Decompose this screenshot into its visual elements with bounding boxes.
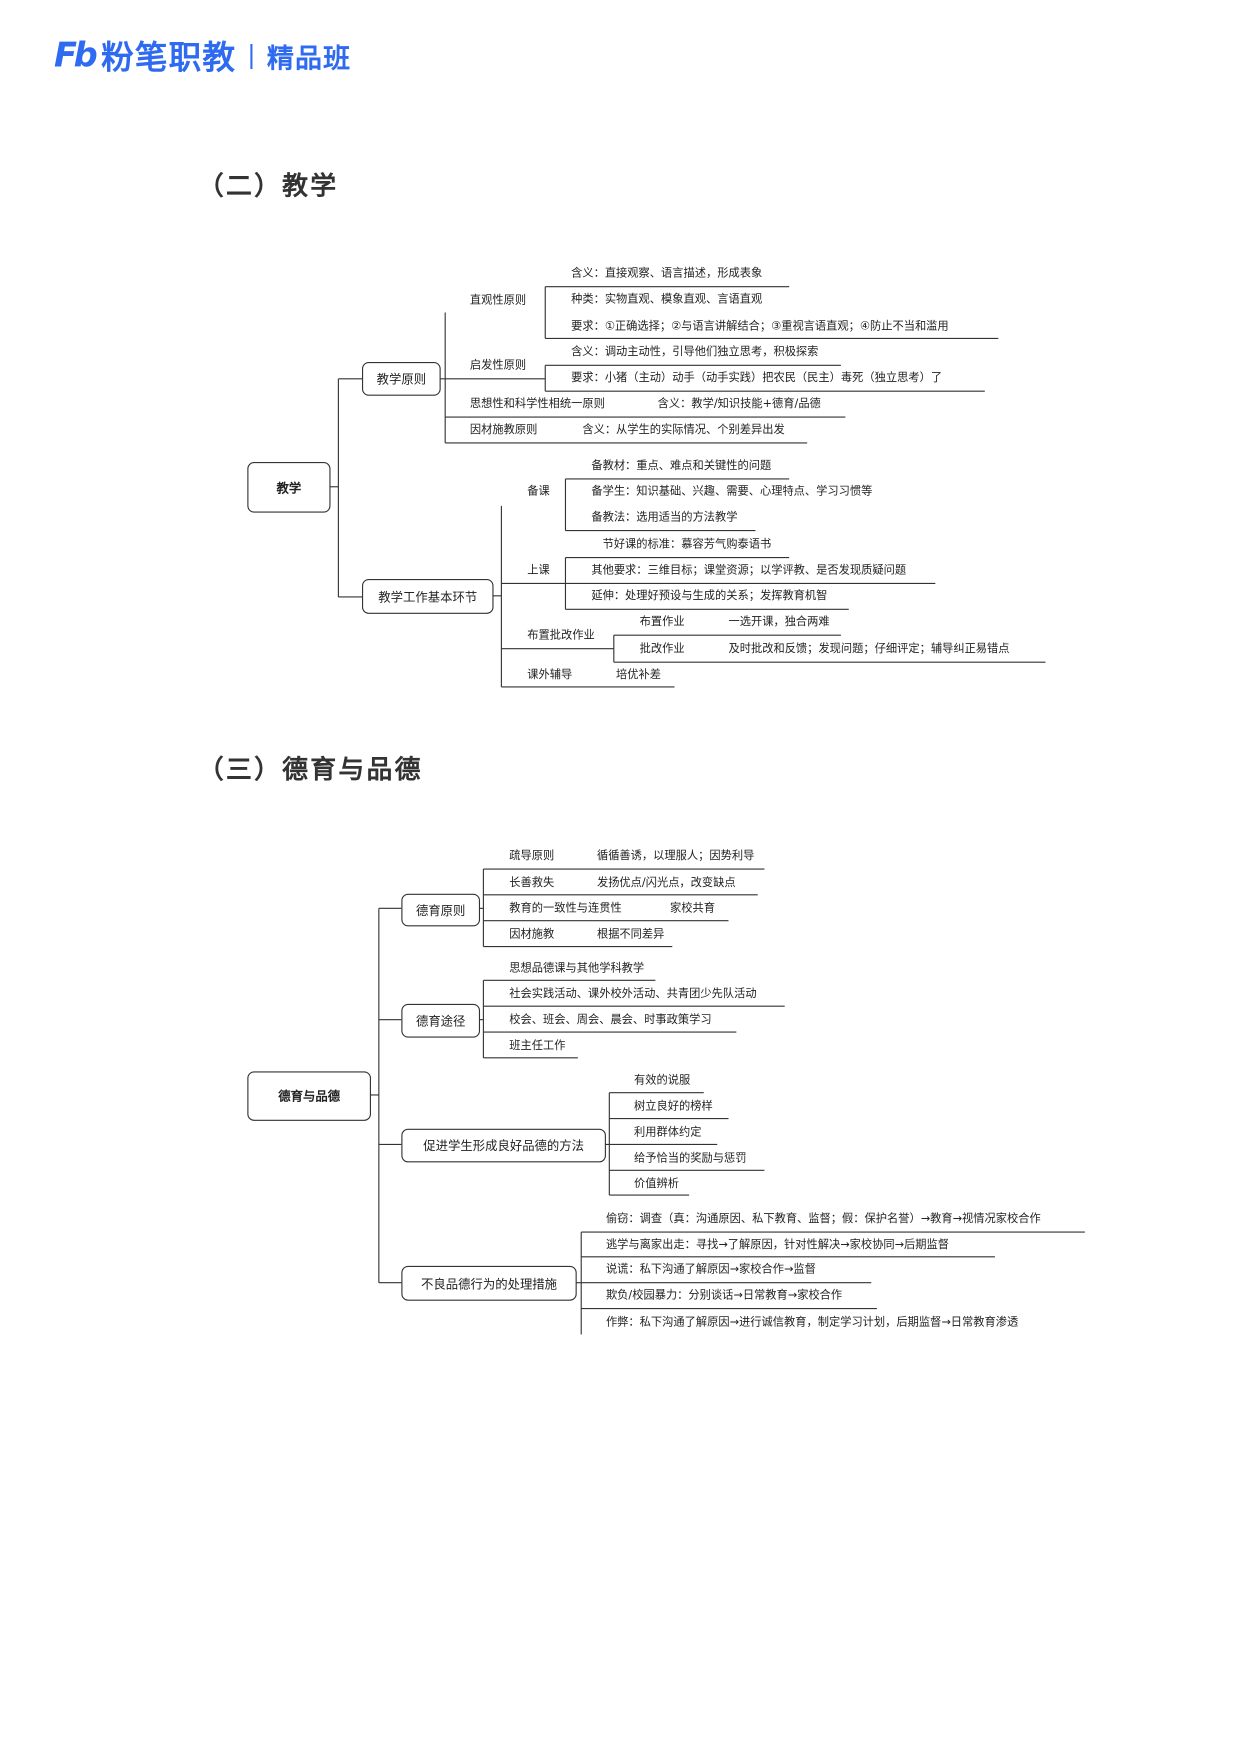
leaf-tutoring-value: 培优补差	[616, 668, 662, 682]
leaf-prep-methods: 备教法：选用适当的方法教学	[591, 511, 738, 524]
leaf-principle-value: 根据不同差异	[596, 928, 665, 941]
leaf-moral-method: 利用群体约定	[634, 1126, 702, 1139]
leaf-measure-theft: 偷窃：调查（真：沟通原因、私下教育、监督；假：保护名誉）→教育→视情况家校合作	[605, 1213, 1041, 1226]
leaf-heuristic-requirements: 要求：小猪（主动）动手（动手实践）把农民（民主）毒死（独立思考）了	[571, 372, 943, 385]
leaf-moral-method: 树立良好的榜样	[634, 1100, 713, 1113]
leaf-principle-label: 教育的一致性与连贯性	[509, 902, 622, 916]
leaf-principle-value: 循循善诱，以理服人；因势利导	[596, 849, 755, 863]
leaf-good-class-standard: 节好课的标准：慕容芳气购泰语书	[602, 538, 772, 551]
leaf-individualized-meaning: 含义：从学生的实际情况、个别差异出发	[582, 423, 785, 437]
node-intuitive-principle: 直观性原则	[469, 294, 527, 307]
leaf-moral-method: 给予恰当的奖励与惩罚	[634, 1152, 747, 1165]
node-misconduct-measures: 不良品德行为的处理措施	[401, 1265, 577, 1301]
leaf-other-requirements: 其他要求：三维目标；课堂资源；以学评教、是否发现质疑问题	[591, 564, 907, 577]
leaf-grade-homework: 批改作业	[639, 643, 685, 656]
leaf-moral-way: 校会、班会、周会、晨会、时事政策学习	[509, 1014, 712, 1027]
logo-mark: Fb	[53, 35, 98, 75]
leaf-extension: 延伸：处理好预设与生成的关系；发挥教育机智	[591, 590, 828, 603]
node-moral-methods: 促进学生形成良好品德的方法	[401, 1128, 606, 1163]
node-moral-ways: 德育途径	[401, 1003, 481, 1038]
leaf-heuristic-meaning: 含义：调动主动性，引导他们独立思考，积极探索	[571, 346, 819, 359]
node-individualized-principle: 因材施教原则	[469, 423, 538, 437]
leaf-moral-method: 价值辨析	[634, 1178, 680, 1191]
section-title-moral: （三）德育与品德	[197, 755, 423, 785]
leaf-measure-truancy: 逃学与离家出走：寻找→了解原因，针对性解决→家校协同→后期监督	[605, 1238, 949, 1252]
node-teaching-principles: 教学原则	[361, 361, 441, 396]
section-title-teaching: （二）教学	[197, 172, 339, 202]
leaf-measure-bullying: 欺负/校园暴力：分别谈话→日常教育→家校合作	[605, 1289, 843, 1302]
leaf-moral-way: 社会实践活动、课外校外活动、共青团少先队活动	[509, 988, 757, 1001]
leaf-intuitive-meaning: 含义：直接观察、语言描述，形成表象	[571, 267, 763, 280]
leaf-moral-way: 班主任工作	[509, 1039, 566, 1053]
leaf-principle-value: 家校共育	[670, 902, 715, 916]
logo-divider: |	[247, 41, 256, 70]
node-tutoring: 课外辅导	[527, 668, 573, 682]
node-ideology-science-principle: 思想性和科学性相统一原则	[469, 397, 605, 411]
leaf-prep-students: 备学生：知识基础、兴趣、需要、心理特点、学习习惯等	[591, 485, 873, 499]
leaf-principle-label: 疏导原则	[509, 849, 555, 863]
product-name: 精品班	[266, 42, 352, 74]
leaf-principle-label: 长善救失	[509, 876, 555, 890]
leaf-moral-way: 思想品德课与其他学科教学	[509, 962, 645, 975]
node-heuristic-principle: 启发性原则	[469, 359, 527, 373]
leaf-assign-homework: 布置作业	[639, 616, 685, 629]
node-teaching-basic-steps: 教学工作基本环节	[361, 578, 494, 614]
leaf-measure-lying: 说谎：私下沟通了解原因→家校合作→监督	[605, 1263, 816, 1276]
brand-logo: Fb 粉笔职教 | 精品班	[54, 31, 351, 78]
node-teaching-root: 教学	[247, 462, 331, 513]
leaf-intuitive-requirements: 要求：①正确选择；②与语言讲解结合；③重视言语直观；④防止不当和滥用	[571, 320, 949, 333]
node-moral-root: 德育与品德	[247, 1071, 371, 1121]
leaf-principle-value: 发扬优点/闪光点，改变缺点	[596, 876, 736, 890]
leaf-intuitive-types: 种类：实物直观、模象直观、言语直观	[571, 293, 763, 306]
leaf-principle-label: 因材施教	[509, 928, 555, 941]
leaf-ideology-science-meaning: 含义：教学/知识技能+德育/品德	[657, 397, 821, 411]
leaf-prep-textbook: 备教材：重点、难点和关键性的问题	[591, 459, 772, 473]
brand-name: 粉笔职教	[101, 38, 237, 77]
node-lesson-prep: 备课	[527, 485, 550, 499]
leaf-assign-homework-value: 一选开课，独合两难	[728, 616, 830, 629]
leaf-measure-cheating: 作弊：私下沟通了解原因→进行诚信教育，制定学习计划，后期监督→日常教育渗透	[605, 1316, 1019, 1329]
node-moral-principles: 德育原则	[401, 893, 481, 927]
node-homework: 布置批改作业	[527, 629, 595, 642]
leaf-moral-method: 有效的说服	[634, 1074, 691, 1088]
node-class: 上课	[527, 564, 550, 577]
leaf-grade-homework-value: 及时批改和反馈；发现问题；仔细评定；辅导纠正易错点	[728, 643, 1010, 656]
